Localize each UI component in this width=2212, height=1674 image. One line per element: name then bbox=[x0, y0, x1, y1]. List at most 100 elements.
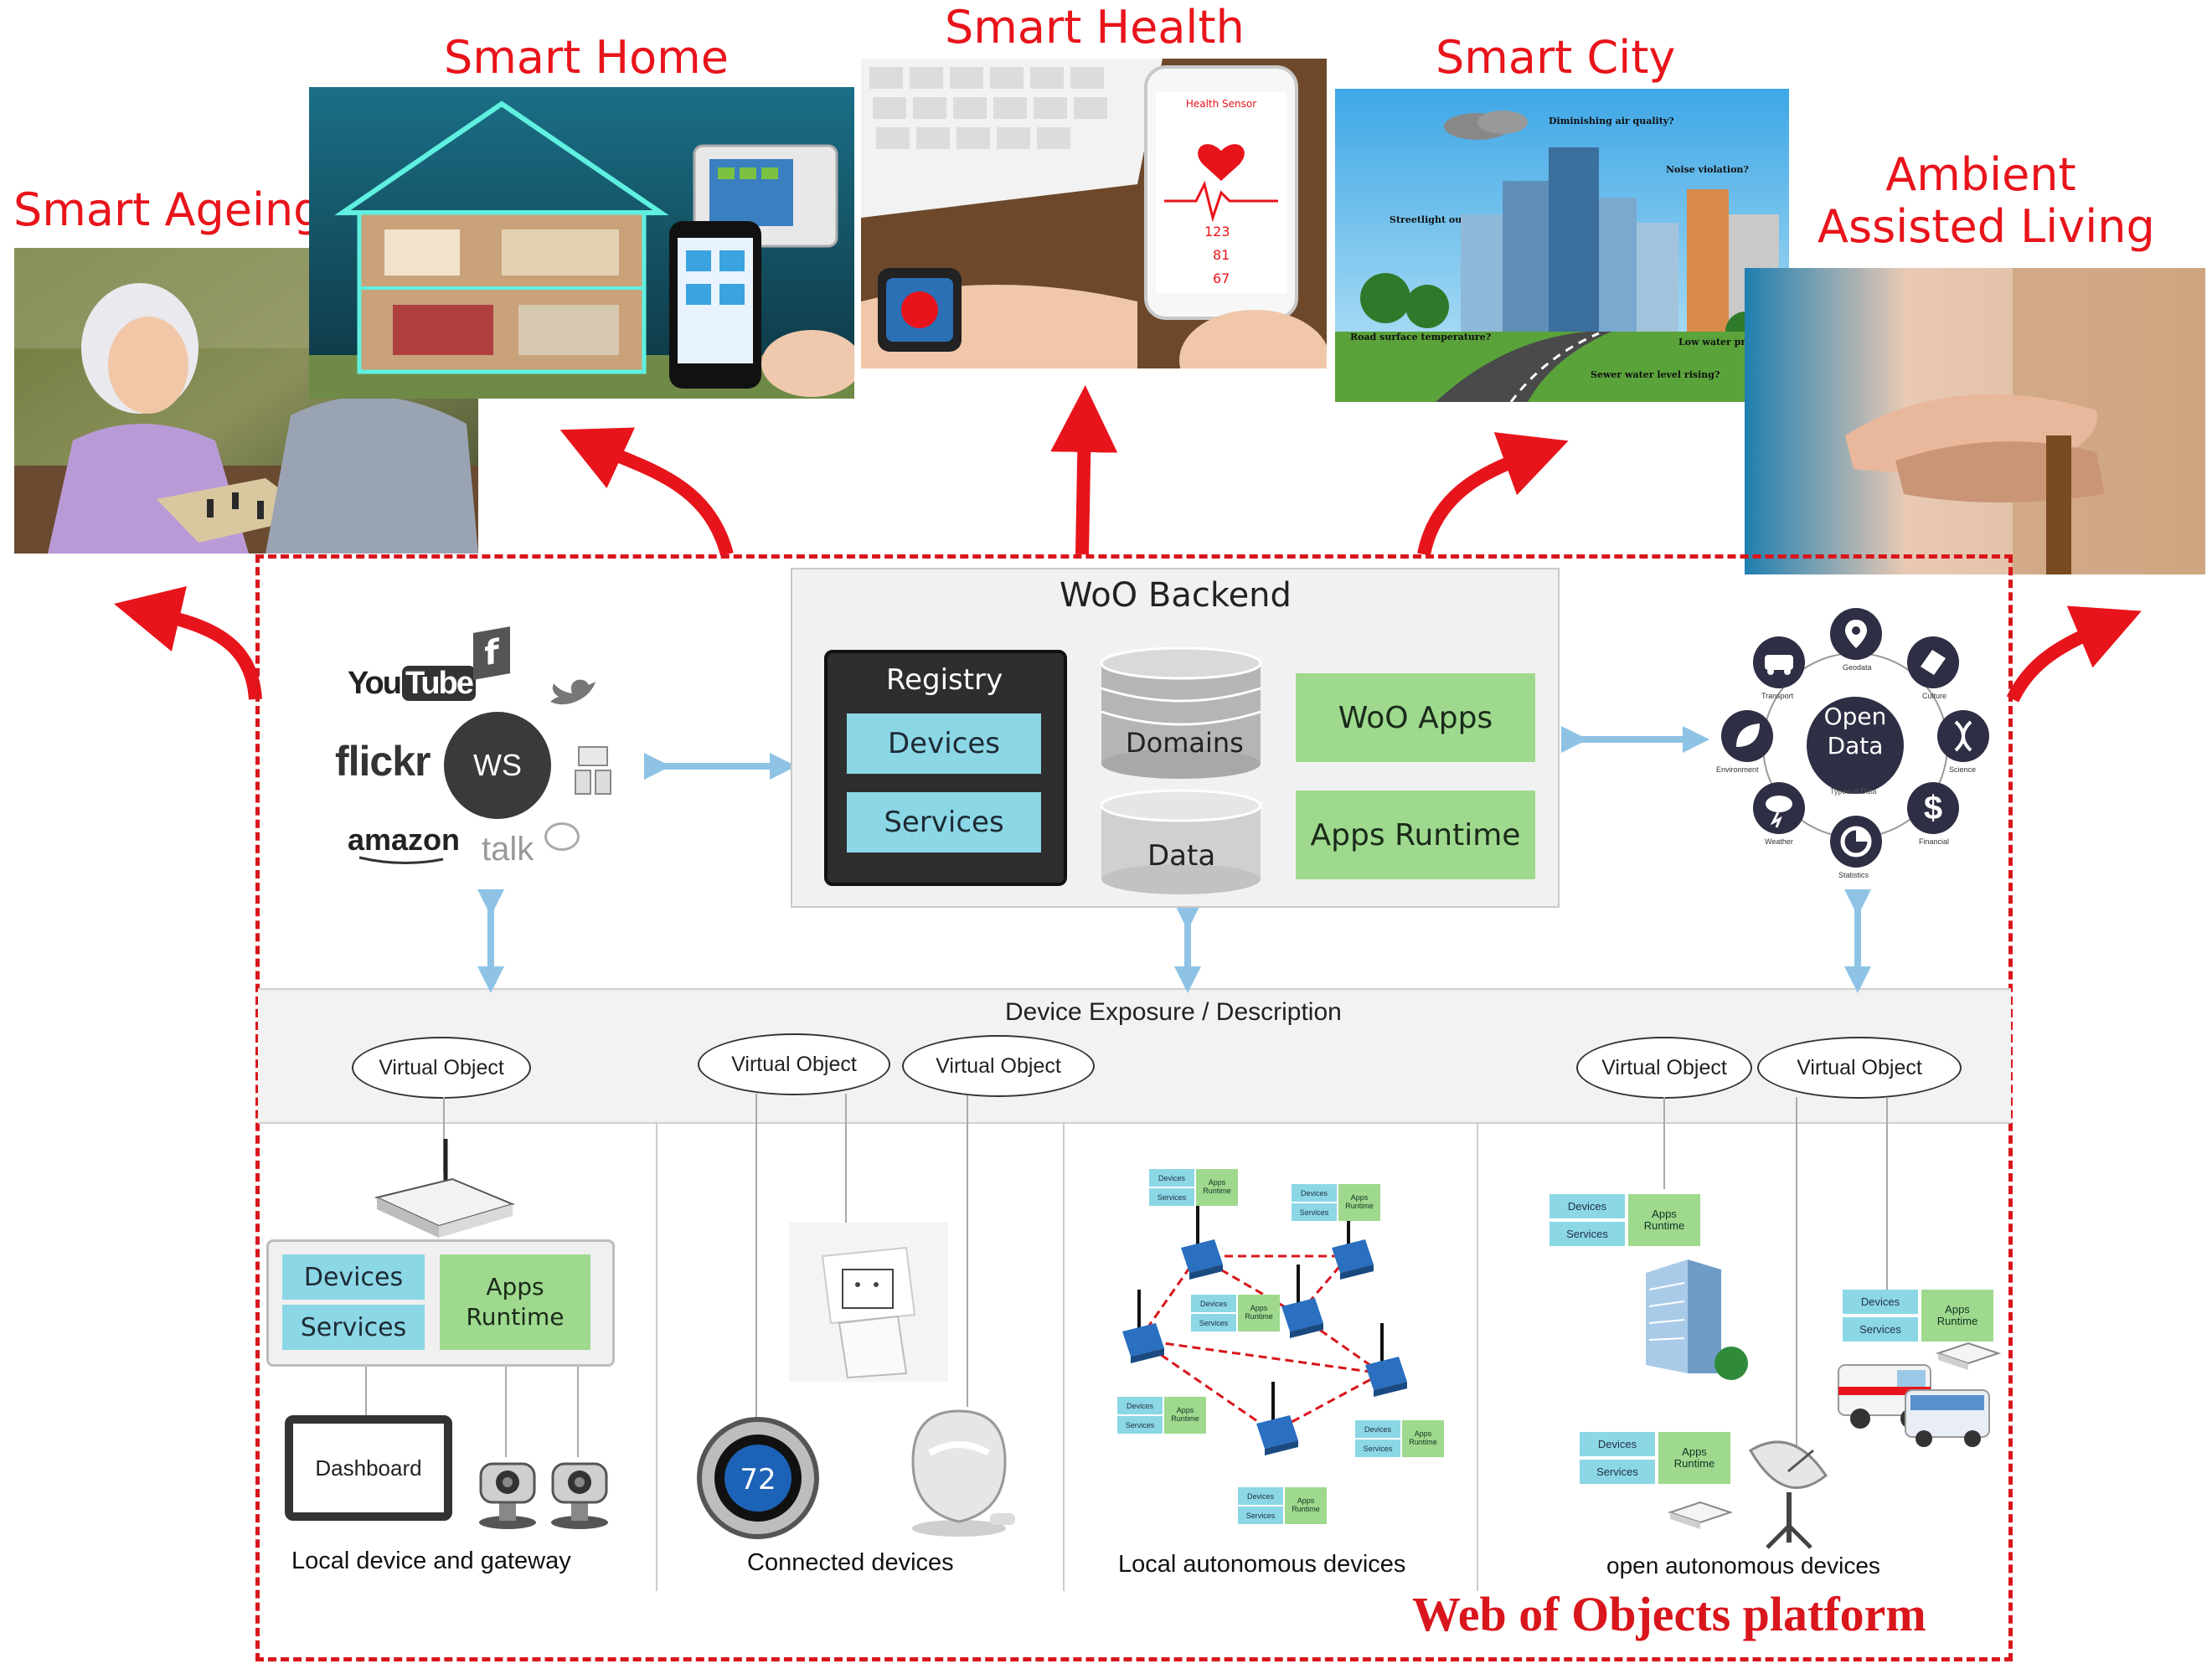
virtual-object-connected-1: Virtual Object bbox=[698, 1033, 890, 1095]
gateway-devices: Devices bbox=[282, 1254, 425, 1300]
mini-services-label: Services bbox=[1199, 1318, 1229, 1327]
woo-apps-label: WoO Apps bbox=[1338, 700, 1493, 735]
mini-runtime-label: Runtime bbox=[1203, 1187, 1231, 1195]
dashboard-label: Dashboard bbox=[315, 1455, 422, 1481]
health-value-3: 67 bbox=[1213, 270, 1230, 286]
gateway-devices-label: Devices bbox=[303, 1262, 404, 1292]
science-icon bbox=[1937, 710, 1989, 762]
registry-services-label: Services bbox=[884, 806, 1004, 839]
health-value-2: 81 bbox=[1213, 247, 1230, 263]
camera-icon bbox=[479, 1462, 536, 1529]
arrow-to-smart-city bbox=[1417, 432, 1569, 556]
health-value-1: 123 bbox=[1204, 224, 1230, 240]
gateway-router-icon bbox=[374, 1139, 515, 1238]
culture-label: Culture bbox=[1922, 692, 1947, 700]
mini-services-label: Services bbox=[1566, 1228, 1608, 1240]
arrow-to-smart-health bbox=[1050, 385, 1118, 555]
mini-apps-label: Apps bbox=[1414, 1429, 1432, 1439]
ws-label: WS bbox=[473, 748, 522, 782]
mini-devices-label: Devices bbox=[1246, 1491, 1274, 1501]
mini-apps-label: Apps bbox=[1682, 1445, 1707, 1458]
mini-apps-label: Apps bbox=[1350, 1193, 1369, 1203]
apps-runtime-label: Apps Runtime bbox=[1310, 817, 1521, 852]
statistics-icon bbox=[1830, 816, 1882, 868]
talk-logo: talk bbox=[482, 831, 534, 868]
geodata-icon bbox=[1830, 608, 1882, 660]
culture-icon bbox=[1907, 636, 1959, 688]
smart-home-photo bbox=[309, 87, 854, 399]
mini-services-label: Services bbox=[1125, 1420, 1155, 1429]
open-data-line1: Open bbox=[1823, 703, 1887, 730]
open-data-cluster: Open Data Types of Data Geodata Culture … bbox=[1713, 603, 1998, 888]
virtual-object-open-2: Virtual Object bbox=[1757, 1037, 1962, 1099]
twitter-icon bbox=[549, 677, 599, 714]
dashboard-tablet: Dashboard bbox=[285, 1415, 452, 1521]
mesh-network bbox=[1122, 1206, 1407, 1455]
open-data-line2: Data bbox=[1827, 732, 1884, 760]
virtual-object-label: Virtual Object bbox=[379, 1055, 504, 1079]
city-note-sewer: Sewer water level rising? bbox=[1591, 369, 1720, 380]
transport-label: Transport bbox=[1761, 692, 1794, 700]
virtual-object-gateway: Virtual Object bbox=[352, 1037, 531, 1099]
mini-devices-label: Devices bbox=[1567, 1200, 1607, 1213]
title-ambient-line2: Assisted Living bbox=[1818, 200, 2155, 254]
mini-devices-label: Devices bbox=[1364, 1424, 1391, 1434]
thermostat-icon: 72 bbox=[697, 1417, 819, 1539]
mini-services-label: Services bbox=[1299, 1208, 1329, 1217]
gateway-services-label: Services bbox=[300, 1312, 407, 1342]
platform-title: Web of Objects platform bbox=[1412, 1587, 1926, 1641]
label-local-autonomous-devices: Local autonomous devices bbox=[1118, 1551, 1406, 1578]
youtube-logo-part2: Tube bbox=[401, 666, 476, 701]
domains-database-icon bbox=[1100, 646, 1262, 779]
talk-bubble-icon bbox=[544, 822, 580, 851]
mini-runtime-label: Runtime bbox=[1171, 1414, 1199, 1423]
city-note-noise: Noise violation? bbox=[1666, 164, 1749, 175]
financial-icon: $ bbox=[1907, 782, 1959, 834]
mini-runtime-label: Runtime bbox=[1345, 1202, 1374, 1210]
registry-services: Services bbox=[847, 792, 1041, 852]
title-smart-home: Smart Home bbox=[444, 31, 729, 84]
mini-runtime-label: Runtime bbox=[1292, 1505, 1320, 1513]
registry-title: Registry bbox=[886, 663, 1003, 697]
label-local-device-gateway: Local device and gateway bbox=[291, 1548, 571, 1574]
weather-label: Weather bbox=[1765, 837, 1793, 846]
mini-runtime-label: Runtime bbox=[1673, 1457, 1715, 1470]
mini-services-label: Services bbox=[1363, 1444, 1393, 1453]
data-database-icon bbox=[1100, 789, 1262, 894]
health-sensor-label: Health Sensor bbox=[1186, 98, 1256, 110]
woo-backend-title: WoO Backend bbox=[1060, 576, 1292, 615]
arrow-to-smart-home bbox=[559, 427, 734, 557]
satellite-dish-icon bbox=[1748, 1440, 1828, 1549]
emergency-vehicles-icon bbox=[1838, 1364, 1990, 1447]
virtual-object-label: Virtual Object bbox=[1601, 1055, 1727, 1079]
mini-services-label: Services bbox=[1245, 1511, 1276, 1520]
city-note-water: Low water pr bbox=[1678, 337, 1745, 348]
transport-icon bbox=[1753, 636, 1805, 688]
title-smart-city: Smart City bbox=[1436, 31, 1676, 84]
open-data-subtitle: Types of Data bbox=[1830, 787, 1877, 796]
mini-devices-label: Devices bbox=[1860, 1295, 1900, 1308]
registry-devices-label: Devices bbox=[888, 727, 1000, 760]
mini-apps-label: Apps bbox=[1208, 1178, 1226, 1187]
mini-runtime-label: Runtime bbox=[1409, 1438, 1437, 1446]
mini-runtime-label: Runtime bbox=[1936, 1315, 1978, 1327]
arrow-to-smart-ageing bbox=[114, 586, 262, 700]
mini-devices-label: Devices bbox=[1158, 1173, 1185, 1182]
weather-icon bbox=[1753, 782, 1805, 834]
